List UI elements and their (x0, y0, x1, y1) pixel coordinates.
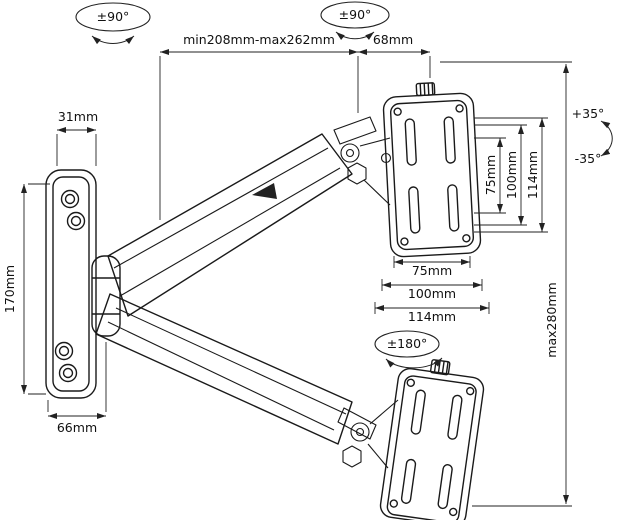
swivel-left-arrow-icon (91, 35, 135, 45)
dim-label-vesa-h-75: 75mm (412, 263, 452, 278)
upper-arm (107, 133, 353, 317)
dim-label-bracket-width: 66mm (57, 420, 97, 435)
wall-bracket (45, 169, 97, 399)
swivel-right-arrow-icon (335, 31, 375, 41)
lower-elbow-joint (337, 399, 399, 469)
dim-label-tilt-up: +35° (572, 106, 605, 121)
dim-label-plate-depth: 68mm (373, 32, 413, 47)
rotation-arrow-icon (385, 357, 443, 369)
lower-arm (95, 293, 353, 445)
dim-label-bracket-height: 170mm (2, 265, 17, 313)
dim-label-swivel-right: ±90° (339, 7, 372, 22)
dim-label-rotation-range: ±180° (387, 336, 428, 351)
dim-label-vesa-h-100: 100mm (408, 286, 456, 301)
dim-label-vesa-v-114: 114mm (525, 151, 540, 199)
swivel-right-callout (320, 1, 390, 29)
dim-label-height-range: max280mm (544, 282, 559, 357)
dim-label-swivel-left: ±90° (97, 9, 130, 24)
dim-label-vesa-v-75: 75mm (483, 155, 498, 195)
dim-label-arm-extension: min208mm-max262mm (183, 32, 335, 47)
dim-label-tilt-down: -35° (575, 151, 602, 166)
dimension-lines (21, 49, 572, 507)
dimension-labels: ±90° ±90° min208mm-max262mm 68mm 31mm 17… (2, 7, 604, 435)
dim-label-bracket-depth: 31mm (58, 109, 98, 124)
rotation-callout (374, 330, 440, 358)
swivel-left-callout (75, 2, 151, 32)
hex-bolt-lower (342, 445, 362, 468)
tension-knob (415, 82, 436, 97)
hex-bolt (347, 162, 367, 185)
dim-label-vesa-v-100: 100mm (504, 151, 519, 199)
arm-accent (252, 183, 277, 199)
vesa-plate-lower (379, 359, 485, 520)
angle-callouts (75, 1, 613, 369)
dim-label-vesa-h-114: 114mm (408, 309, 456, 324)
vesa-plate-upper (382, 82, 482, 258)
tilt-arrow-icon (600, 120, 613, 157)
